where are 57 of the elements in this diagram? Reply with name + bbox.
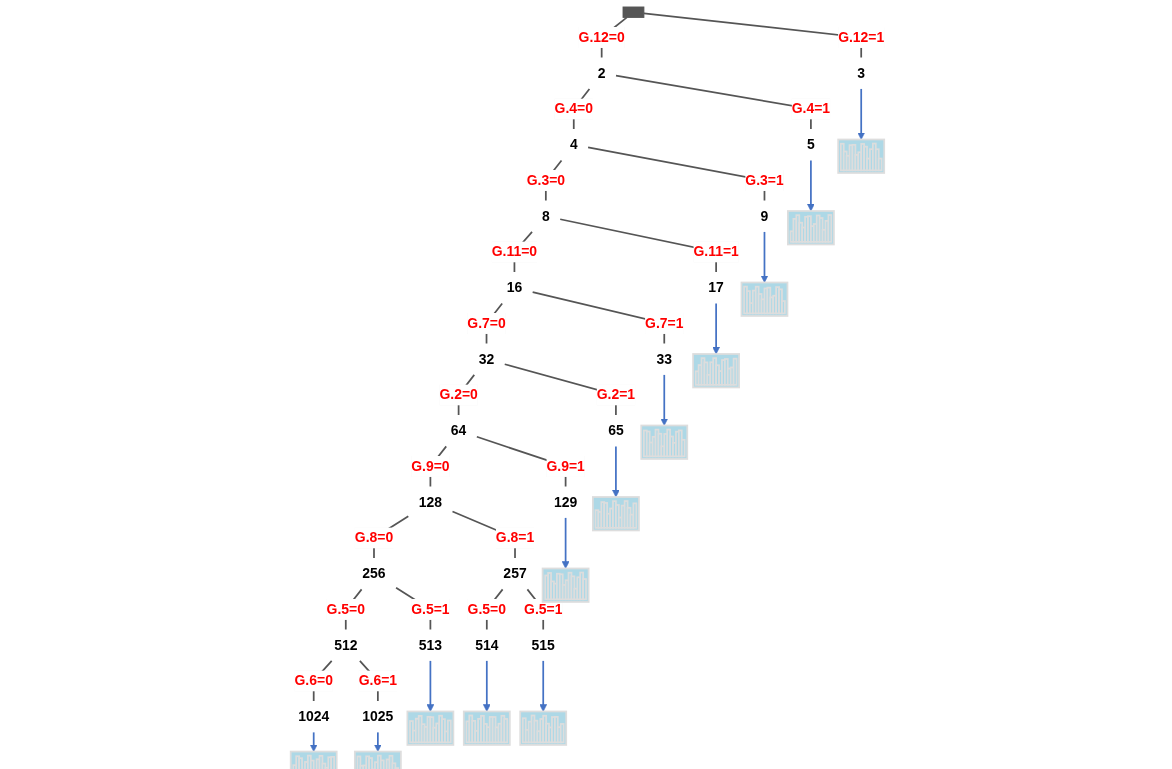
- node-text: 65: [608, 422, 624, 438]
- edge-label: G.11=1: [693, 244, 739, 259]
- node-text: 257: [503, 565, 527, 581]
- edge-label: G.11=0: [491, 244, 538, 259]
- node-text: 128: [418, 494, 443, 510]
- arrow: [807, 159, 815, 212]
- arrow: [712, 302, 720, 355]
- arrow: [374, 731, 382, 752]
- node-text: 3: [857, 65, 866, 81]
- node-text: 8: [541, 208, 550, 224]
- node-text: 32: [478, 351, 495, 367]
- arrow: [482, 660, 491, 712]
- edge-label: G.8=1: [495, 530, 535, 545]
- edge-label: G.12=0: [578, 29, 625, 45]
- node-text: 33: [656, 351, 673, 367]
- edge-label: G.9=1: [546, 458, 585, 474]
- node-text: 9: [760, 208, 769, 224]
- arrow: [660, 374, 669, 426]
- edge-label: G.3=1: [745, 172, 784, 188]
- node-text: 1024: [298, 708, 330, 724]
- arrow: [760, 231, 769, 283]
- edge-label: G.4=1: [791, 101, 831, 116]
- node-text: 16: [506, 279, 523, 295]
- node-text: 129: [553, 494, 578, 510]
- edge-label: G.5=1: [411, 601, 450, 617]
- node-bar: [622, 6, 645, 18]
- node-text: 17: [708, 279, 724, 295]
- arrow: [539, 660, 548, 712]
- edge-label: G.7=0: [467, 315, 506, 331]
- edge-label: G.5=0: [326, 601, 365, 617]
- arrow: [309, 731, 318, 752]
- arrow: [612, 445, 620, 498]
- arrow: [857, 88, 866, 140]
- edge-label: G.2=0: [439, 387, 478, 402]
- node-text: 1025: [362, 708, 394, 724]
- node-text: 513: [418, 637, 443, 653]
- node-text: 4: [569, 136, 578, 152]
- node-text: 2: [597, 65, 606, 81]
- node-text: 514: [475, 637, 499, 653]
- node-text: 256: [362, 565, 386, 581]
- edge-label: G.12=1: [838, 29, 885, 45]
- node-text: 5: [807, 136, 815, 152]
- edge-label: G.5=1: [524, 601, 563, 617]
- arrow: [426, 660, 435, 712]
- edge-label: G.4=0: [554, 101, 593, 116]
- edge-label: G.3=0: [526, 172, 566, 188]
- edge-label: G.6=0: [294, 673, 333, 688]
- edge-label: G.7=1: [645, 315, 684, 331]
- edge-label: G.5=0: [467, 601, 506, 617]
- edge-label: G.9=0: [411, 458, 450, 474]
- arrow: [561, 517, 570, 569]
- edge-label: G.6=1: [358, 673, 398, 688]
- edge-label: G.2=1: [596, 387, 636, 402]
- node-text: 64: [450, 422, 467, 438]
- node-text: 512: [334, 637, 358, 653]
- node-text: 515: [531, 637, 555, 653]
- edge-label: G.8=0: [354, 530, 394, 545]
